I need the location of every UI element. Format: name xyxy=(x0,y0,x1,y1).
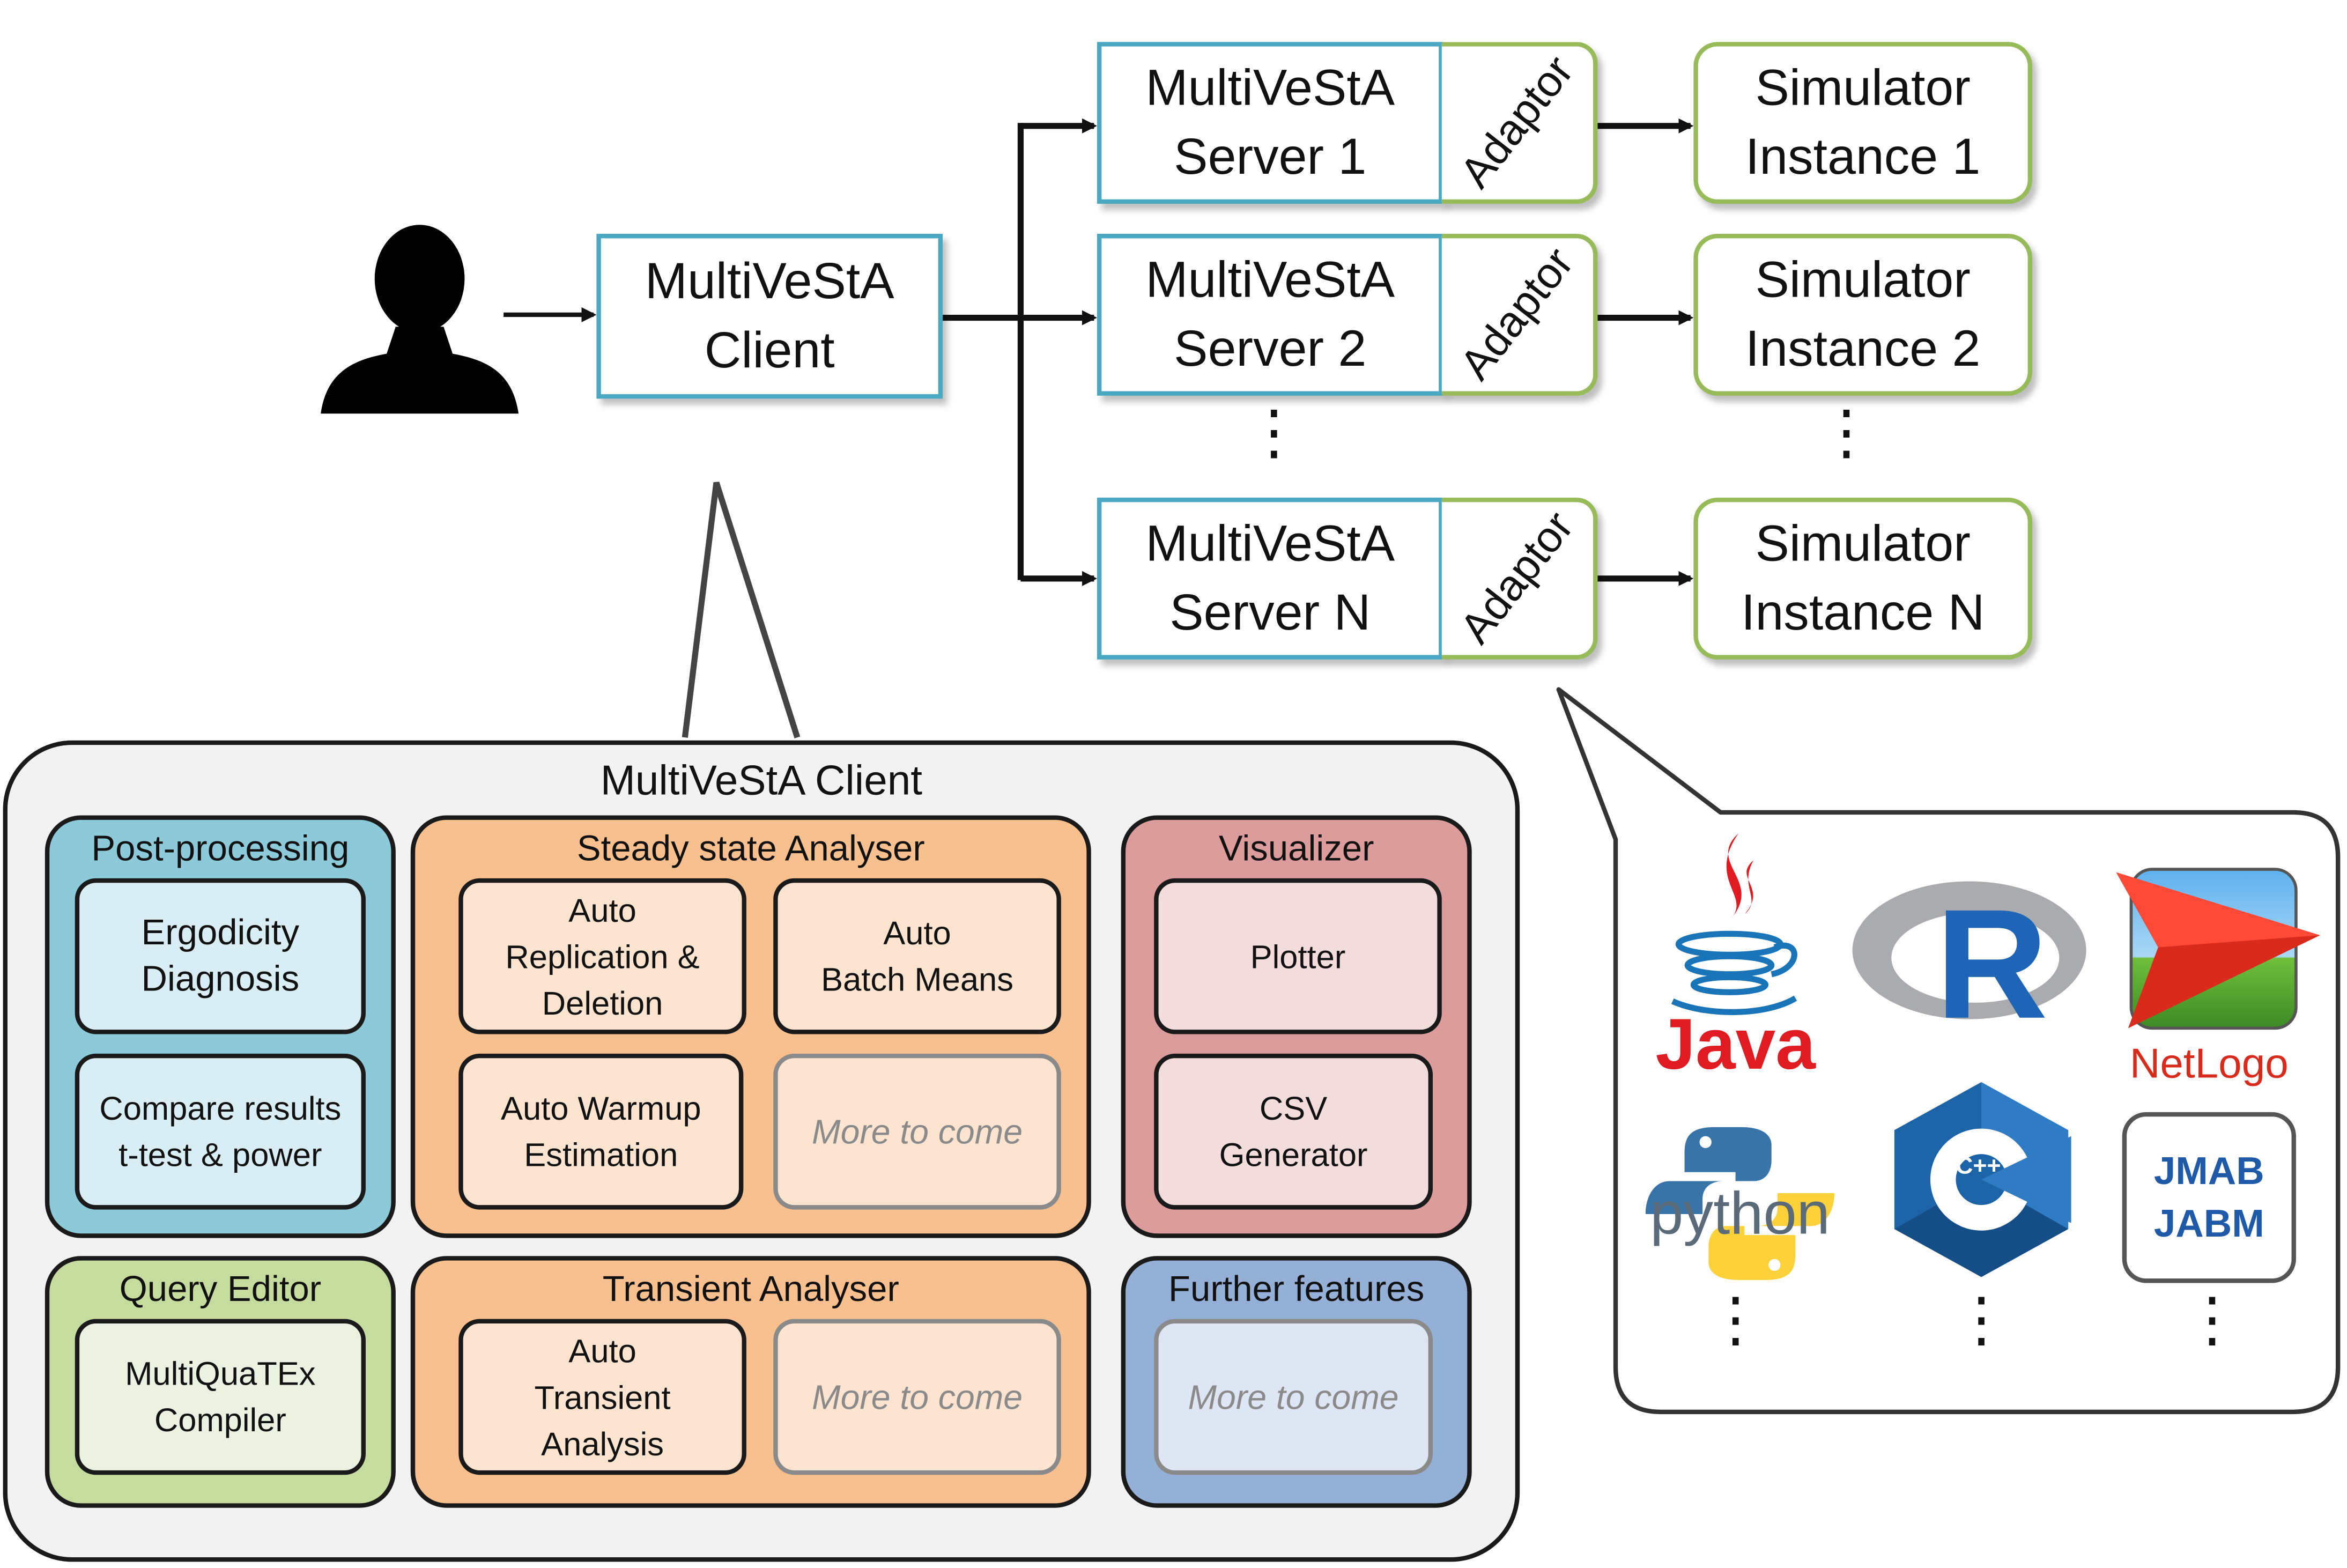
cpp-logo-text: C++ xyxy=(1956,1154,2001,1180)
auto-batch-means-label: Auto Batch Means xyxy=(821,914,1013,999)
server-2-label: MultiVeStA Server 2 xyxy=(1145,252,1395,378)
simulator-1-box[interactable]: Simulator Instance 1 xyxy=(1693,42,2033,204)
server-1-box[interactable]: MultiVeStA Server 1 xyxy=(1097,42,1443,204)
server-n-box[interactable]: MultiVeStA Server N xyxy=(1097,497,1443,660)
adaptor-n-box[interactable]: Adaptor xyxy=(1441,497,1598,660)
steady-state-analyser-title: Steady state Analyser xyxy=(576,829,925,870)
adaptor-n-label: Adaptor xyxy=(1451,503,1583,653)
r-logo-icon: R xyxy=(1849,875,2104,1043)
csv-generator-label: CSV Generator xyxy=(1219,1089,1368,1174)
compare-results-box[interactable]: Compare results t-test & power xyxy=(75,1053,366,1210)
client-zoom-callout xyxy=(682,482,801,738)
transient-more-to-come-label: More to come xyxy=(812,1377,1023,1416)
compare-results-label: Compare results t-test & power xyxy=(99,1089,342,1174)
query-editor-title: Query Editor xyxy=(119,1269,322,1310)
auto-batch-means-box[interactable]: Auto Batch Means xyxy=(773,878,1061,1034)
ergodicity-diagnosis-label: Ergodicity Diagnosis xyxy=(141,913,300,1000)
jmab-jabm-logo-text: JMAB JABM xyxy=(2153,1148,2264,1246)
servers-ellipsis: ⋮ xyxy=(1243,400,1304,467)
auto-replication-deletion-box[interactable]: Auto Replication & Deletion xyxy=(458,878,746,1034)
python-logo-icon: python xyxy=(1642,1121,1837,1286)
auto-warmup-estimation-label: Auto Warmup Estimation xyxy=(500,1089,701,1174)
transient-more-to-come-box: More to come xyxy=(773,1319,1061,1475)
adaptor-2-box[interactable]: Adaptor xyxy=(1441,234,1598,396)
further-more-to-come-box: More to come xyxy=(1154,1319,1433,1475)
adaptor-2-label: Adaptor xyxy=(1451,239,1583,389)
netlogo-logo-icon: NetLogo xyxy=(2113,863,2323,1088)
client-label: MultiVeStA Client xyxy=(645,253,894,380)
r-cpp-ellipsis: ⋮ xyxy=(1951,1287,2011,1353)
cpp-logo-icon: C++ xyxy=(1891,1079,2071,1280)
auto-transient-analysis-label: Auto Transient Analysis xyxy=(534,1332,671,1462)
simulator-n-label: Simulator Instance N xyxy=(1741,515,1985,642)
netlogo-jmab-ellipsis: ⋮ xyxy=(2182,1287,2242,1353)
simulator-1-label: Simulator Instance 1 xyxy=(1745,60,1981,186)
csv-generator-box[interactable]: CSV Generator xyxy=(1154,1053,1433,1210)
adaptor-1-label: Adaptor xyxy=(1451,47,1583,197)
netlogo-logo-text: NetLogo xyxy=(2129,1040,2289,1087)
jmab-jabm-logo-icon: JMAB JABM xyxy=(2122,1112,2296,1283)
plotter-box[interactable]: Plotter xyxy=(1154,878,1442,1034)
server-n-label: MultiVeStA Server N xyxy=(1145,515,1395,642)
simulator-n-box[interactable]: Simulator Instance N xyxy=(1693,497,2033,660)
further-more-to-come-label: More to come xyxy=(1188,1377,1399,1416)
post-processing-title: Post-processing xyxy=(91,829,350,870)
auto-warmup-estimation-box[interactable]: Auto Warmup Estimation xyxy=(458,1053,744,1210)
java-logo-text: Java xyxy=(1655,1005,1816,1085)
visualizer-title: Visualizer xyxy=(1218,829,1374,870)
adaptor-1-box[interactable]: Adaptor xyxy=(1441,42,1598,204)
further-features-title: Further features xyxy=(1168,1269,1425,1310)
auto-replication-deletion-label: Auto Replication & Deletion xyxy=(505,891,700,1022)
java-logo-icon: Java xyxy=(1646,827,1825,1097)
r-logo-text: R xyxy=(1935,878,2048,1053)
steady-state-more-to-come-label: More to come xyxy=(812,1111,1023,1151)
java-python-ellipsis: ⋮ xyxy=(1705,1287,1766,1353)
client-panel-title: MultiVeStA Client xyxy=(600,757,923,804)
multiquatex-compiler-box[interactable]: MultiQuaTEx Compiler xyxy=(75,1319,366,1475)
server-1-label: MultiVeStA Server 1 xyxy=(1145,60,1395,186)
server-2-box[interactable]: MultiVeStA Server 2 xyxy=(1097,234,1443,396)
simulators-ellipsis: ⋮ xyxy=(1816,400,1877,467)
transient-analyser-title: Transient Analyser xyxy=(602,1269,899,1310)
python-logo-text: python xyxy=(1650,1181,1830,1247)
ergodicity-diagnosis-box[interactable]: Ergodicity Diagnosis xyxy=(75,878,366,1034)
user-silhouette-icon xyxy=(321,225,519,414)
steady-state-more-to-come-box: More to come xyxy=(773,1053,1061,1210)
client-box[interactable]: MultiVeStA Client xyxy=(596,234,943,399)
plotter-label: Plotter xyxy=(1250,937,1346,975)
auto-transient-analysis-box[interactable]: Auto Transient Analysis xyxy=(458,1319,746,1475)
simulator-2-box[interactable]: Simulator Instance 2 xyxy=(1693,234,2033,396)
multiquatex-compiler-label: MultiQuaTEx Compiler xyxy=(125,1355,316,1439)
simulator-2-label: Simulator Instance 2 xyxy=(1745,252,1981,378)
